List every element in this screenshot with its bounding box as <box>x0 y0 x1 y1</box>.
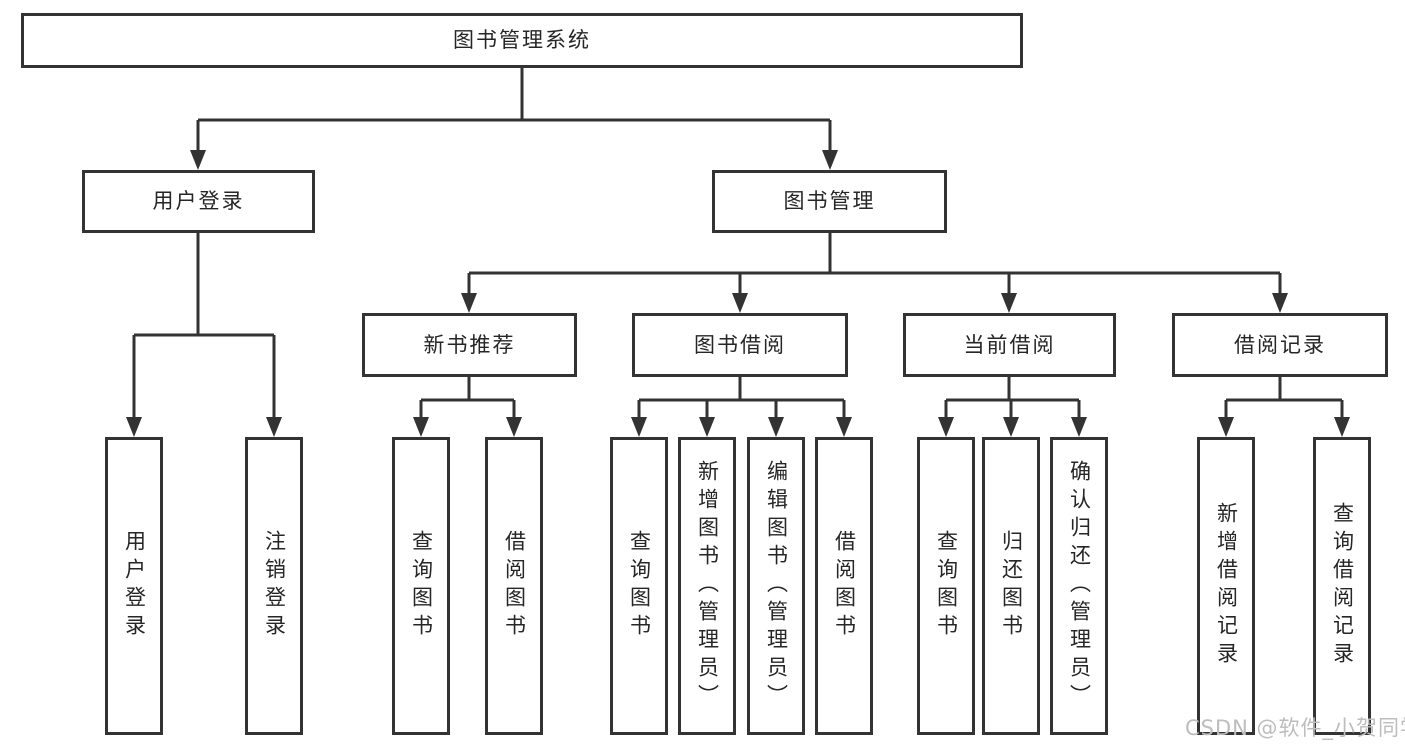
leaf-borrow-books-recommend: 借阅图书 <box>485 437 543 735</box>
arrowheads <box>126 150 1350 437</box>
connector-recommend-to-leaves <box>419 377 516 419</box>
connector-borrow-to-leaves <box>637 377 846 419</box>
leaf-add-book-admin: 新增图书（管理员） <box>678 437 736 735</box>
connector-root-to-level2 <box>196 68 832 152</box>
leaf-query-books-borrow: 查询图书 <box>610 437 668 735</box>
leaf-confirm-return-admin: 确认归还（管理员） <box>1050 437 1108 735</box>
leaf-borrow-books: 借阅图书 <box>815 437 873 735</box>
leaf-add-borrow-record: 新增借阅记录 <box>1197 437 1255 735</box>
node-book-borrow: 图书借阅 <box>632 313 848 377</box>
leaf-user-login: 用户登录 <box>105 437 163 735</box>
node-library-management-system: 图书管理系统 <box>21 13 1023 68</box>
leaf-query-books-current: 查询图书 <box>917 437 975 735</box>
node-current-borrow: 当前借阅 <box>903 313 1116 377</box>
node-user-login: 用户登录 <box>82 170 315 233</box>
csdn-watermark: CSDN @软件_小贺同学 <box>1185 716 1405 740</box>
connector-userlogin-to-leaves <box>132 233 276 419</box>
node-borrow-records: 借阅记录 <box>1172 313 1388 377</box>
leaf-query-books-recommend: 查询图书 <box>392 437 450 735</box>
leaf-logout: 注销登录 <box>245 437 303 735</box>
leaf-edit-book-admin: 编辑图书（管理员） <box>747 437 805 735</box>
connector-bookmgmt-to-level3 <box>467 233 1282 295</box>
node-book-management: 图书管理 <box>712 170 947 233</box>
leaf-return-book: 归还图书 <box>982 437 1040 735</box>
connector-records-to-leaves <box>1224 377 1344 419</box>
leaf-query-borrow-record: 查询借阅记录 <box>1313 437 1371 735</box>
node-new-book-recommend: 新书推荐 <box>362 313 577 377</box>
connector-current-to-leaves <box>944 377 1081 419</box>
